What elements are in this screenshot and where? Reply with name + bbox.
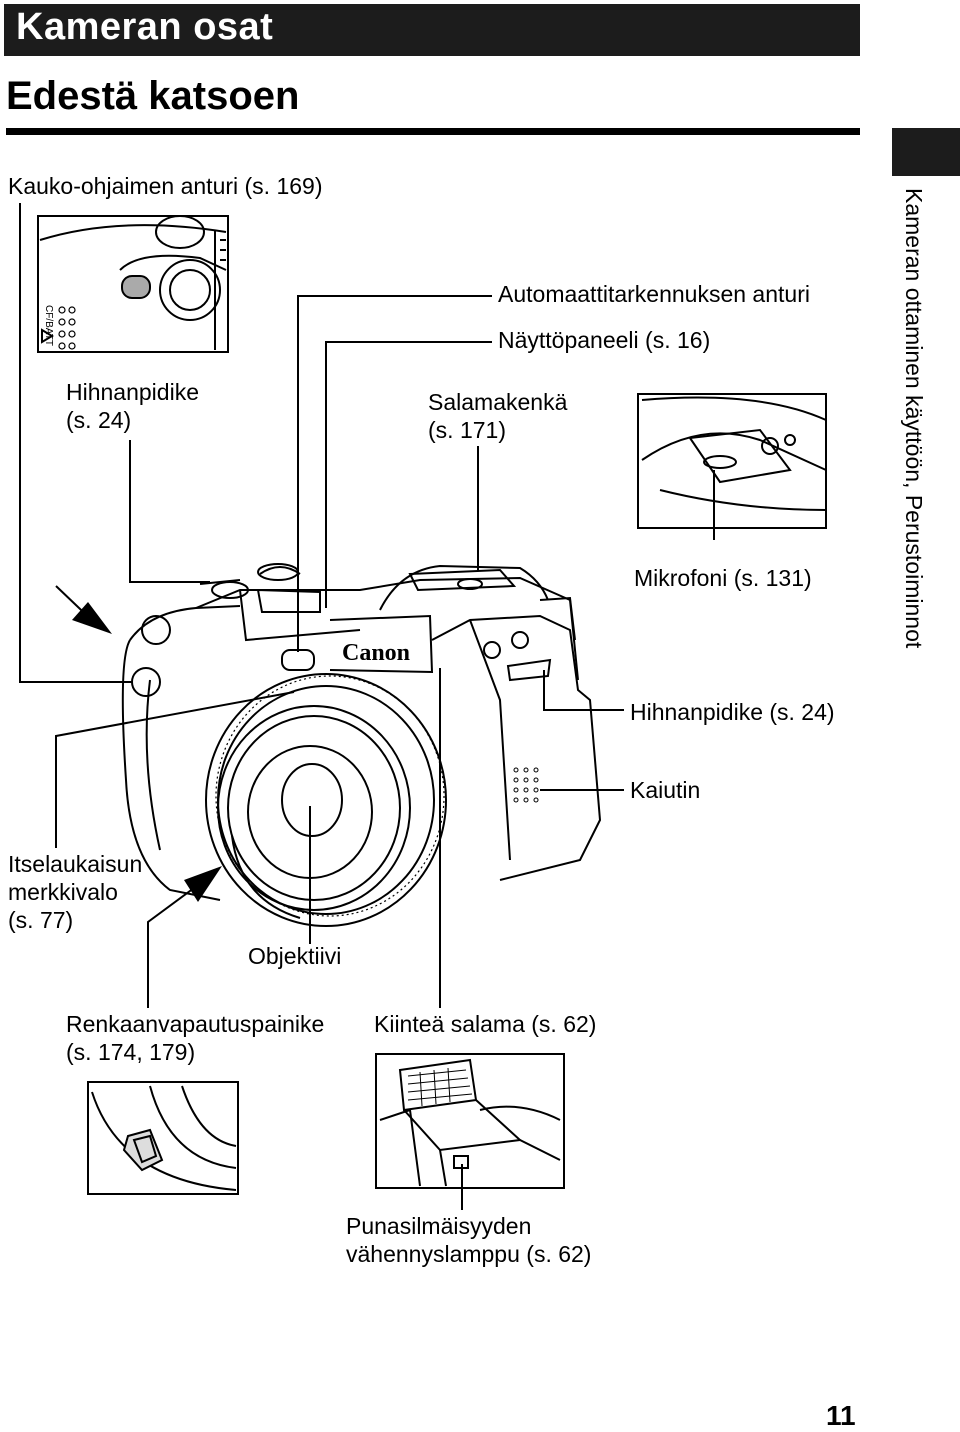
strap-mount-detail-inset <box>37 215 229 353</box>
side-tab-marker <box>892 128 960 176</box>
label-af-sensor: Automaattitarkennuksen anturi <box>498 281 810 307</box>
canon-logo: Canon <box>342 640 410 666</box>
label-red-eye-line2: vähennyslamppu (s. 62) <box>346 1241 592 1267</box>
cf-batt-label: CF/BATT <box>43 305 54 346</box>
label-self-timer-line1: Itselaukaisun <box>8 851 143 877</box>
label-ring-release-line1: Renkaanvapautuspainike <box>66 1011 325 1037</box>
label-strap-mount-right: Hihnanpidike (s. 24) <box>630 699 835 725</box>
side-tab-text: Kameran ottaminen käyttöön, Perustoiminn… <box>901 188 927 649</box>
label-hot-shoe-line2: (s. 171) <box>428 417 506 443</box>
label-microphone: Mikrofoni (s. 131) <box>634 565 812 591</box>
built-in-flash-detail-inset <box>375 1053 565 1189</box>
label-hot-shoe-line1: Salamakenkä <box>428 389 568 415</box>
lens-assembly <box>205 673 447 927</box>
label-strap-mount-left-line1: Hihnanpidike <box>66 379 199 405</box>
ring-release-detail-inset <box>87 1081 239 1195</box>
hot-shoe-detail-inset <box>637 393 827 529</box>
label-speaker: Kaiutin <box>630 777 701 803</box>
section-title: Edestä katsoen <box>6 74 300 118</box>
label-built-in-flash: Kiinteä salama (s. 62) <box>374 1011 597 1037</box>
leader-lines <box>19 203 715 1210</box>
page-number: 11 <box>826 1400 856 1431</box>
speaker-grille <box>513 767 539 803</box>
label-strap-mount-left-line2: (s. 24) <box>66 407 132 433</box>
leader-arrowheads <box>72 602 222 902</box>
page-heading: Kameran osat <box>16 6 274 48</box>
label-lens: Objektiivi <box>248 943 342 969</box>
label-ring-release-line2: (s. 174, 179) <box>66 1039 196 1065</box>
camera-body: Canon <box>121 563 602 927</box>
section-divider <box>6 128 860 135</box>
header-bar <box>4 4 860 56</box>
label-display-panel: Näyttöpaneeli (s. 16) <box>498 327 711 353</box>
label-red-eye-line1: Punasilmäisyyden <box>346 1213 532 1239</box>
label-self-timer-line2: merkkivalo <box>8 879 118 905</box>
label-self-timer-line3: (s. 77) <box>8 907 74 933</box>
label-remote-sensor: Kauko-ohjaimen anturi (s. 169) <box>8 173 323 199</box>
